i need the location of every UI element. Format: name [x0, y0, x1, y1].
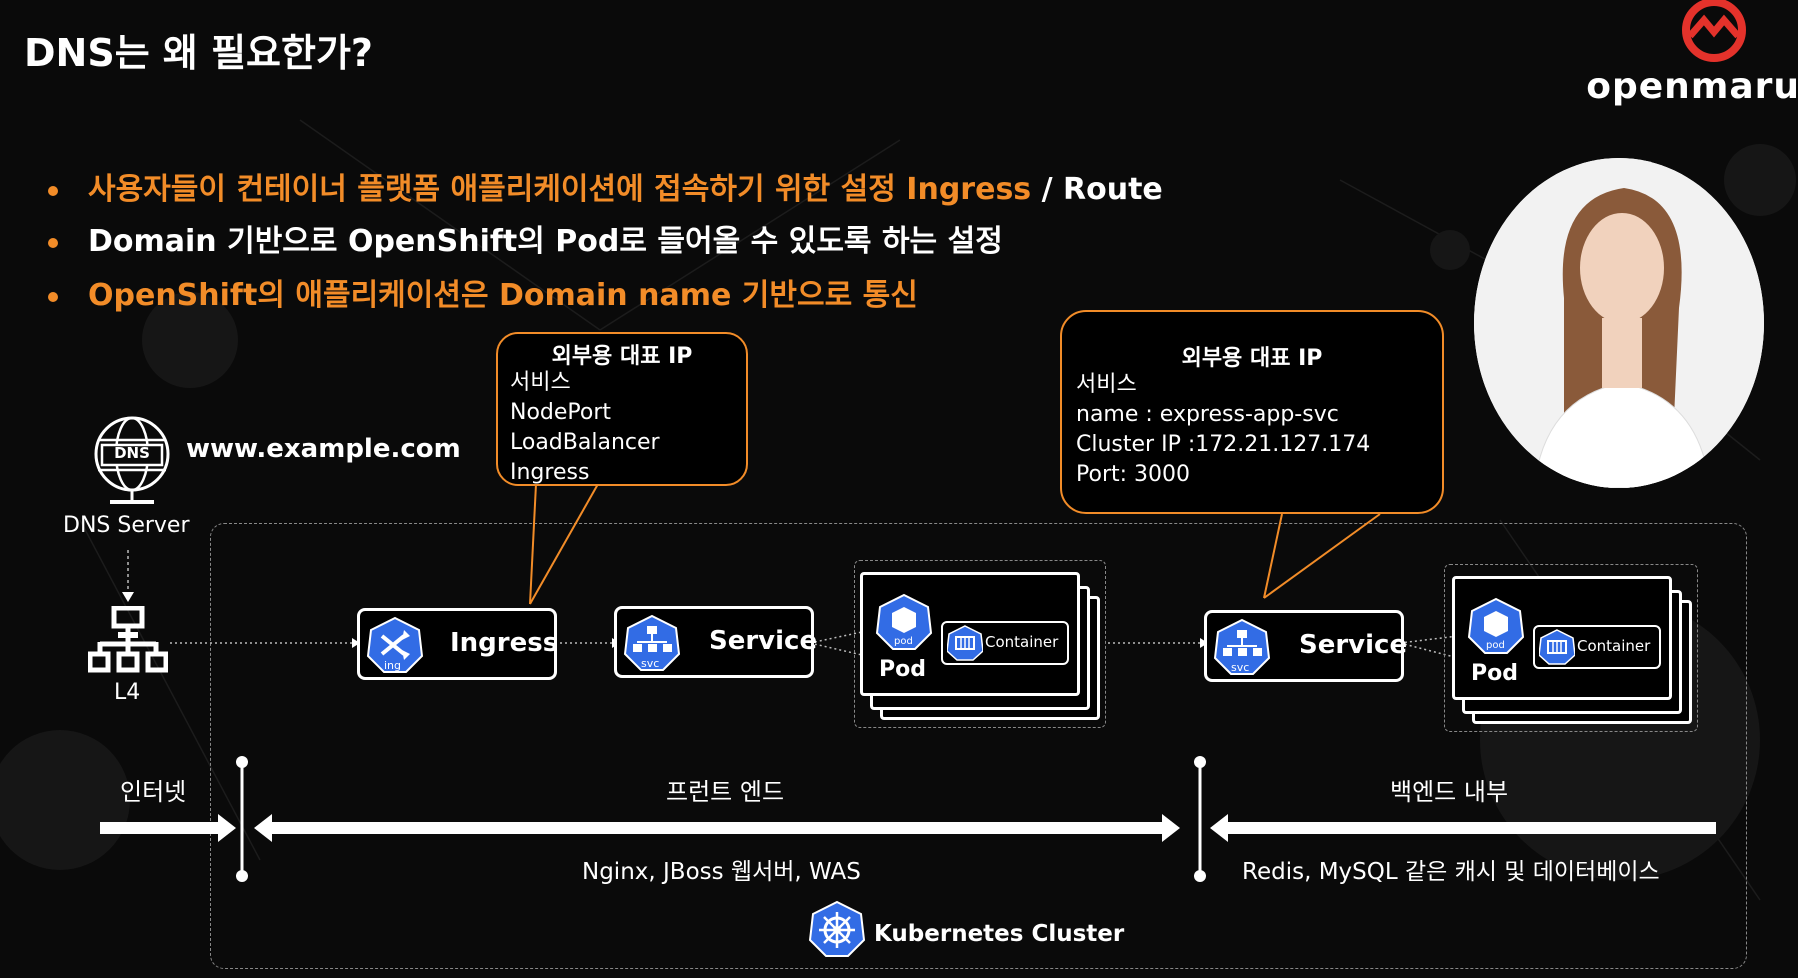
bullet-dot-icon: [48, 185, 58, 196]
callout-left-line: Ingress: [510, 460, 590, 485]
callout-right-body: 서비스 name : express-app-svc Cluster IP :1…: [1076, 370, 1442, 490]
service-label-frontend: Service: [709, 626, 818, 656]
zone-frontend-desc: Nginx, JBoss 웹서버, WAS: [582, 859, 861, 885]
callout-right: 외부용 대표 IP 서비스 name : express-app-svc Clu…: [1060, 310, 1444, 514]
kubernetes-helm-icon: [808, 900, 866, 957]
zone-frontend-label: 프런트 엔드: [666, 778, 785, 806]
ingress-badge: ing: [384, 659, 402, 672]
pod-card-backend[interactable]: pod Pod Container: [1452, 576, 1672, 700]
bullet-1-orange: 사용자들이 컨테이너 플랫폼 애플리케이션에 접속하기 위한 설정 Ingres…: [88, 172, 1032, 207]
presenter-video: [1474, 158, 1764, 488]
callout-left-title: 외부용 대표 IP: [551, 344, 693, 369]
container-label-backend: Container: [1577, 637, 1651, 655]
container-label-frontend: Container: [985, 633, 1059, 651]
dns-icon-label: DNS: [114, 444, 150, 462]
slide-title: DNS는 왜 필요한가?: [24, 31, 373, 75]
bullet-3-orange: OpenShift의 애플리케이션은 Domain name 기반으로 통신: [88, 278, 918, 313]
bullet-dot-icon: [48, 291, 58, 302]
callout-left-line: 서비스: [510, 370, 571, 395]
ingress-k8s-icon: [366, 616, 424, 673]
presenter-figure-icon: [1474, 158, 1764, 488]
bullet-3: OpenShift의 애플리케이션은 Domain name 기반으로 통신: [48, 270, 918, 314]
pod-k8s-icon: [875, 593, 933, 650]
bullet-dot-icon: [48, 237, 58, 248]
pod-k8s-icon: [1467, 597, 1525, 654]
bullet-1: 사용자들이 컨테이너 플랫폼 애플리케이션에 접속하기 위한 설정 Ingres…: [48, 164, 1163, 208]
service-k8s-icon: [623, 614, 681, 671]
cluster-label: Kubernetes Cluster: [874, 921, 1125, 947]
pod-group-backend: [1444, 564, 1698, 732]
pod-label-backend: Pod: [1471, 661, 1518, 686]
container-icon: [1539, 629, 1575, 665]
service-node-backend[interactable]: svc Service: [1204, 610, 1408, 682]
zone-backend-desc: Redis, MySQL 같은 캐시 및 데이터베이스: [1242, 859, 1660, 885]
domain-label: www.example.com: [186, 434, 461, 464]
pod-label-frontend: Pod: [879, 657, 926, 682]
callout-right-line: name : express-app-svc: [1076, 402, 1339, 427]
service-k8s-icon: [1213, 618, 1271, 675]
callout-right-line: Port: 3000: [1076, 462, 1191, 487]
callout-left: 외부용 대표 IP 서비스 NodePort LoadBalancer Ingr…: [496, 332, 748, 486]
callout-right-line: 서비스: [1076, 372, 1137, 397]
callout-left-line: LoadBalancer: [510, 430, 660, 455]
bullet-2: Domain 기반으로 OpenShift의 Pod로 들어올 수 있도록 하는…: [48, 216, 1003, 260]
l4-switch-icon: [88, 606, 168, 673]
callout-left-body: 서비스 NodePort LoadBalancer Ingress: [510, 368, 746, 488]
bullet-1-white: / Route: [1031, 172, 1163, 207]
container-icon: [947, 625, 983, 661]
service-badge: svc: [1231, 661, 1250, 674]
pod-card-frontend[interactable]: pod Pod Container: [860, 572, 1080, 696]
ingress-label: Ingress: [450, 628, 559, 658]
openmaru-logo-text: openmaru: [1586, 66, 1798, 107]
service-node-frontend[interactable]: svc Service: [614, 606, 818, 678]
container-box-backend: Container: [1533, 625, 1661, 669]
service-badge: svc: [641, 657, 660, 670]
callout-left-line: NodePort: [510, 400, 612, 425]
service-label-backend: Service: [1299, 630, 1408, 660]
callout-right-title: 외부용 대표 IP: [1181, 346, 1323, 371]
pod-group-frontend: [854, 560, 1106, 728]
openmaru-logo-icon: [1682, 0, 1746, 62]
callout-right-line: Cluster IP :172.21.127.174: [1076, 432, 1371, 457]
dns-globe-icon: [94, 416, 170, 504]
bullet-2-white: Domain 기반으로 OpenShift의 Pod로 들어올 수 있도록 하는…: [88, 224, 1003, 259]
zone-internet-label: 인터넷: [120, 778, 187, 806]
dns-to-l4-arrow: [122, 550, 134, 602]
dns-server-label: DNS Server: [63, 513, 190, 538]
l4-label: L4: [114, 680, 141, 705]
cluster-boundary: [210, 523, 1747, 969]
pod-badge: pod: [1486, 640, 1505, 651]
zone-backend-label: 백엔드 내부: [1390, 778, 1509, 806]
pod-badge: pod: [894, 636, 913, 647]
container-box-frontend: Container: [941, 621, 1069, 665]
ingress-node[interactable]: ing Ingress: [357, 608, 559, 680]
